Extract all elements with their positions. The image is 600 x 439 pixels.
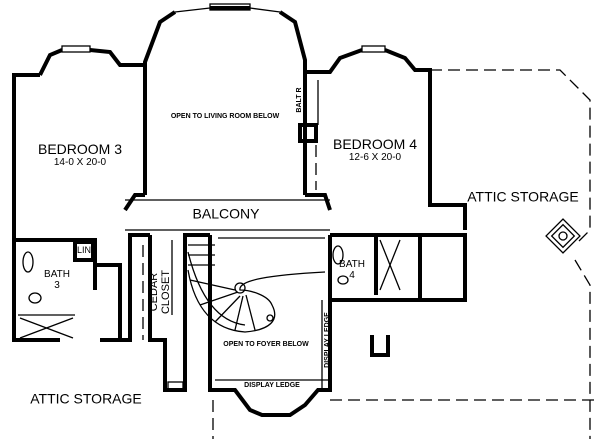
bedroom-3-name: BEDROOM 3 xyxy=(37,140,123,157)
open-to-foyer-label: OPEN TO FOYER BELOW xyxy=(223,341,309,349)
balcony-walls xyxy=(123,193,332,231)
bath-3-name: BATH xyxy=(44,269,70,280)
open-to-living-room-label: OPEN TO LIVING ROOM BELOW xyxy=(170,113,280,121)
bedroom-4-size: 12-6 X 20-0 xyxy=(348,152,402,164)
cedar-closet-label: CEDAR CLOSET xyxy=(148,270,172,314)
bath-4-label: BATH 4 xyxy=(339,259,365,281)
bath-3-number: 3 xyxy=(54,280,60,291)
attic-storage-right-label: ATTIC STORAGE xyxy=(467,188,579,205)
bedroom-4-name: BEDROOM 4 xyxy=(332,135,418,152)
bedroom-4-label: BEDROOM 4 12-6 X 20-0 xyxy=(332,135,418,164)
open-living-walls xyxy=(143,3,307,195)
display-ledge-side-label: DISPLAY LEDGE xyxy=(324,312,332,368)
attic-storage-left-label: ATTIC STORAGE xyxy=(30,390,142,407)
balt-label: BALT R xyxy=(296,87,304,113)
bath-4-name: BATH xyxy=(339,259,365,270)
attic-storage-outline xyxy=(212,69,600,439)
bath-4-number: 4 xyxy=(349,270,355,281)
bedroom-3-walls xyxy=(12,45,145,342)
bath-4-walls xyxy=(330,233,467,302)
display-ledge-bottom-label: DISPLAY LEDGE xyxy=(244,382,300,390)
cedar-closet-line1: CEDAR xyxy=(147,272,160,312)
linen-label: LIN xyxy=(76,245,92,256)
balcony-label: BALCONY xyxy=(192,205,260,222)
bath-3-label: BATH 3 xyxy=(44,269,70,291)
stair-foyer-walls xyxy=(187,235,332,417)
bedroom-3-label: BEDROOM 3 14-0 X 20-0 xyxy=(37,140,123,169)
bedroom-3-size: 14-0 X 20-0 xyxy=(53,157,107,169)
cedar-closet-walls xyxy=(142,233,210,392)
bath-3-walls xyxy=(14,233,150,342)
cedar-closet-line2: CLOSET xyxy=(160,269,172,315)
